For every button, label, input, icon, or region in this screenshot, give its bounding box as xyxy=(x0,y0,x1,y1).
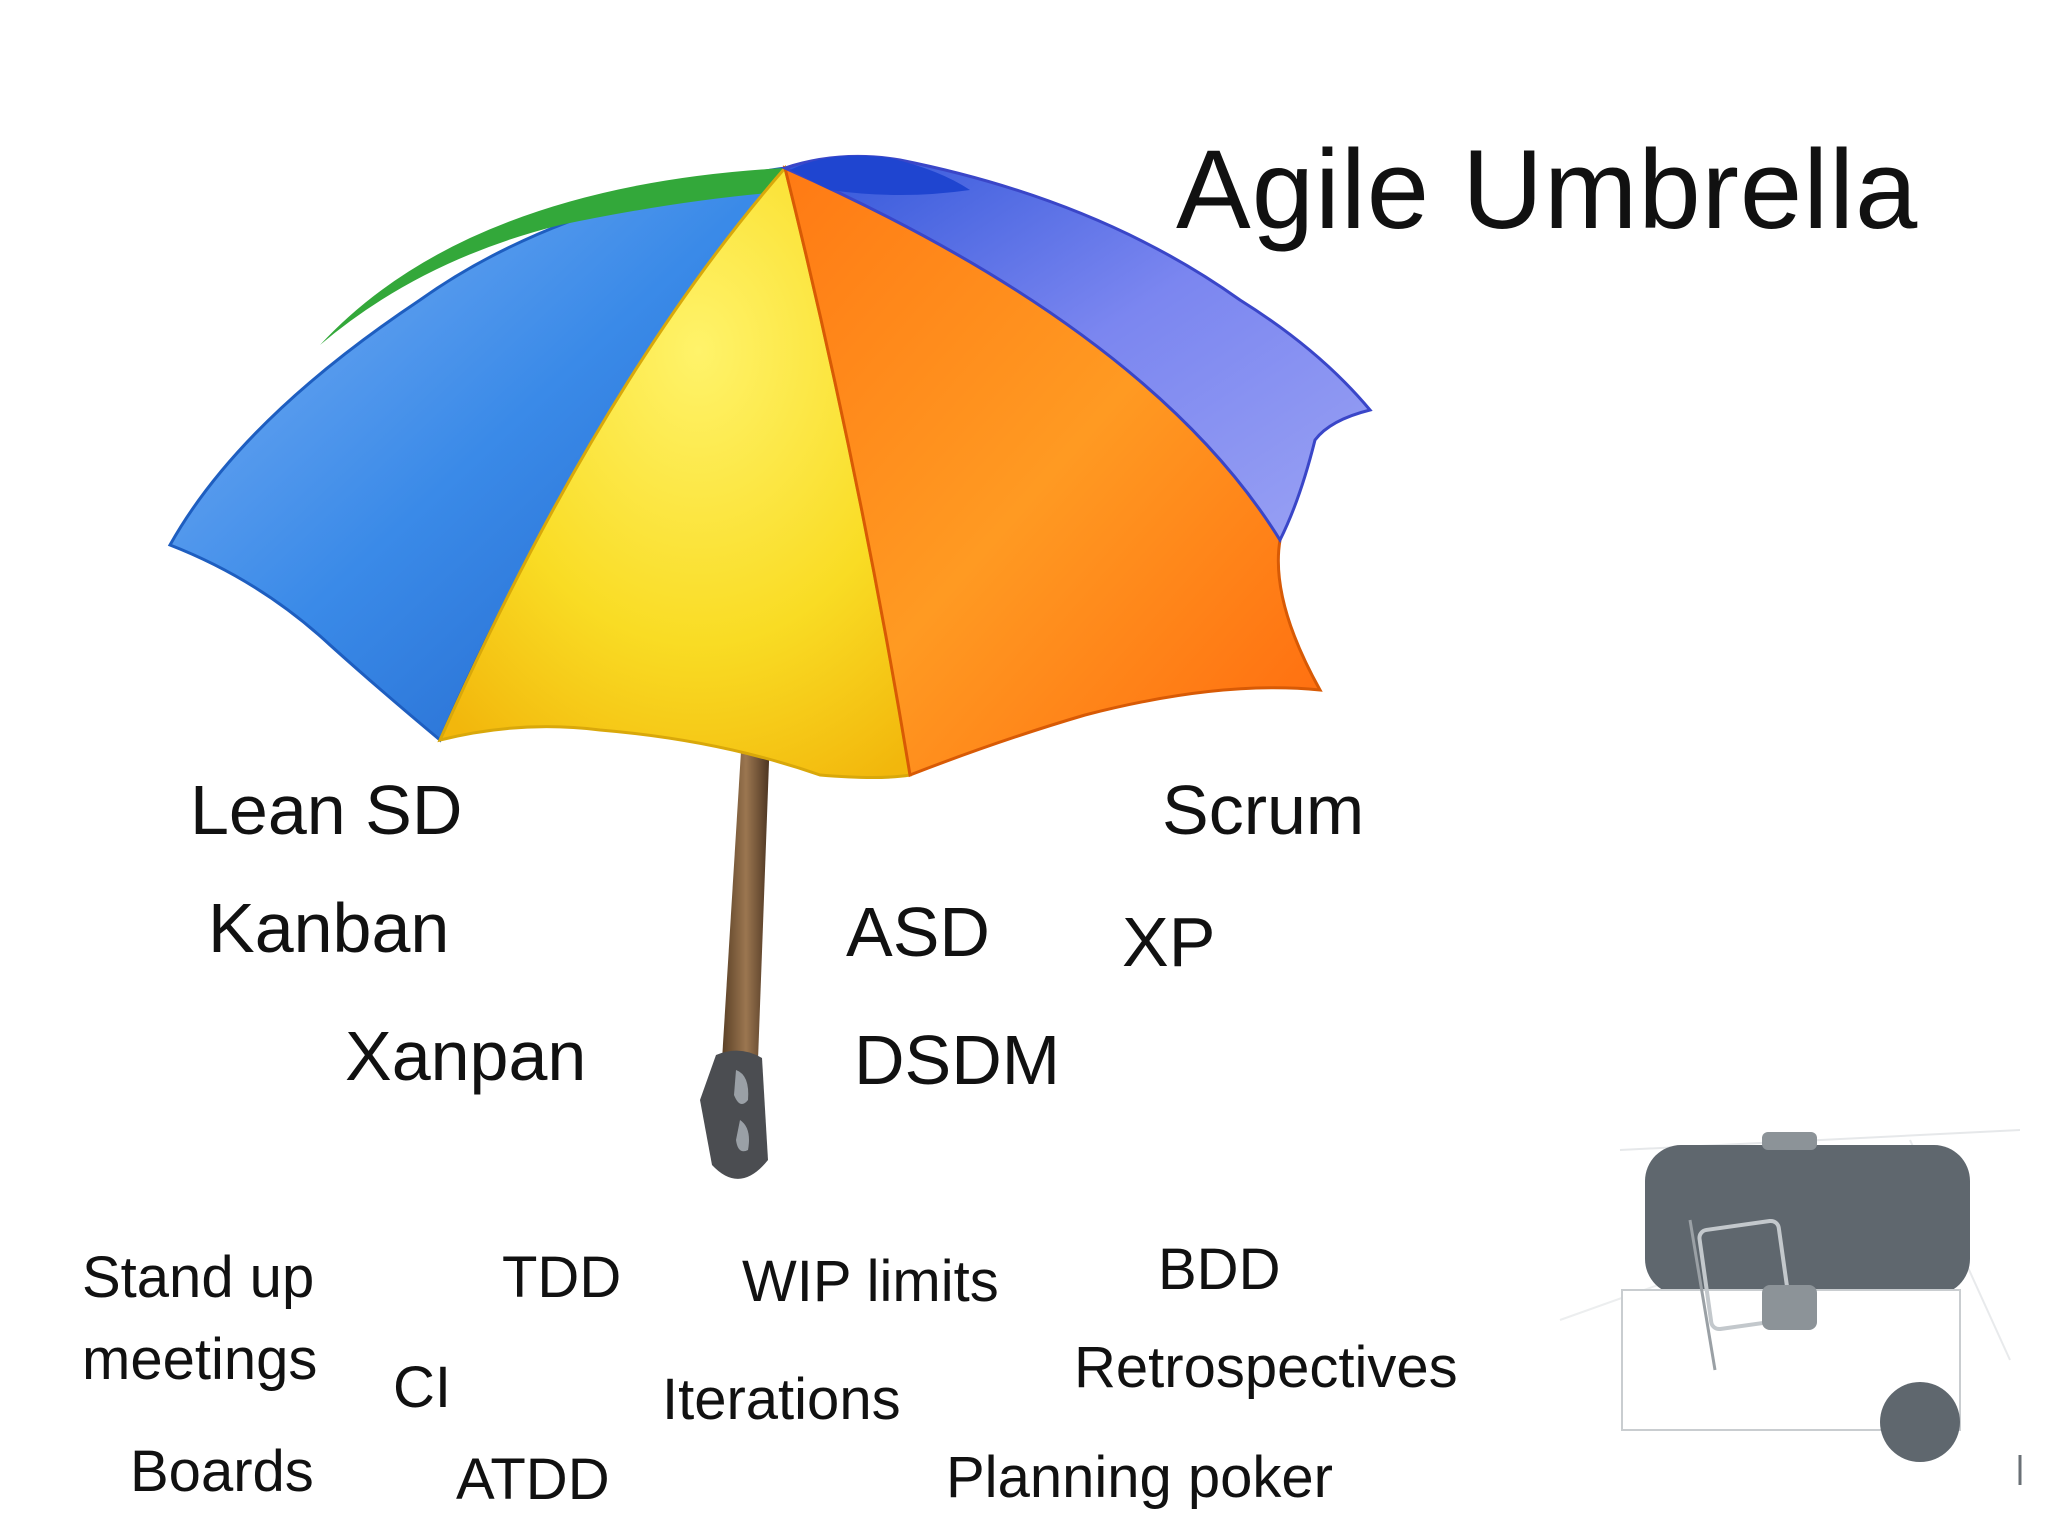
label-planning-poker: Planning poker xyxy=(946,1445,1333,1510)
slide-title: Agile Umbrella xyxy=(1176,127,1919,252)
label-tdd: TDD xyxy=(502,1245,622,1310)
label-iterations: Iterations xyxy=(662,1367,901,1432)
label-dsdm: DSDM xyxy=(854,1021,1061,1099)
label-wip-limits: WIP limits xyxy=(742,1249,999,1314)
label-meetings: meetings xyxy=(82,1327,318,1392)
label-xp: XP xyxy=(1122,903,1216,981)
umbrella-handle xyxy=(700,735,770,1179)
label-atdd: ATDD xyxy=(456,1447,610,1512)
label-retrospectives: Retrospectives xyxy=(1074,1335,1458,1400)
umbrella-canopy xyxy=(167,154,1373,779)
label-asd: ASD xyxy=(846,893,990,971)
label-boards: Boards xyxy=(130,1439,314,1504)
label-bdd: BDD xyxy=(1158,1237,1281,1302)
label-kanban: Kanban xyxy=(208,889,450,967)
label-lean-sd: Lean SD xyxy=(190,771,463,849)
label-xanpan: Xanpan xyxy=(345,1017,587,1095)
label-ci: CI xyxy=(393,1355,451,1420)
label-scrum: Scrum xyxy=(1162,771,1365,849)
decorative-device-graphic xyxy=(1559,1129,2022,1485)
label-stand-up: Stand up xyxy=(82,1245,315,1310)
